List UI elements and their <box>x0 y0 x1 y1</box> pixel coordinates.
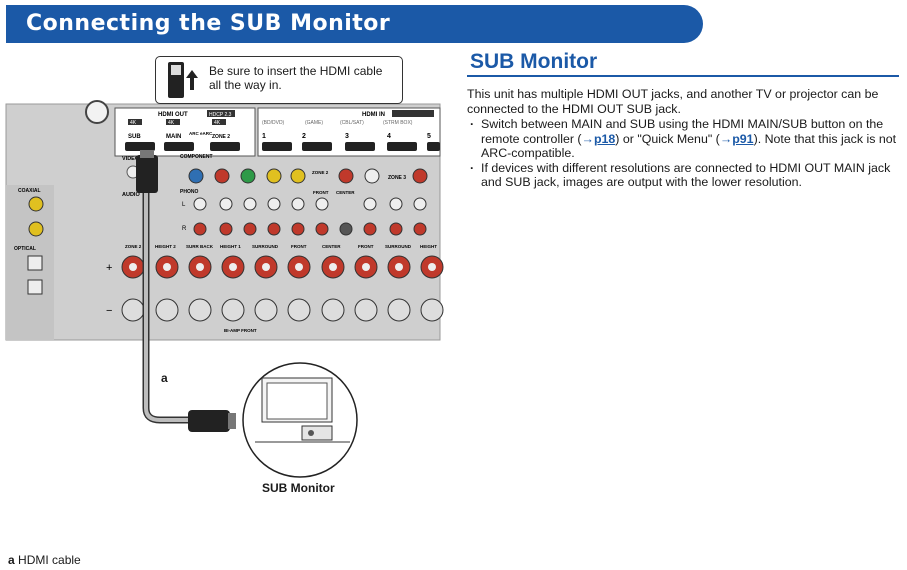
svg-text:VIDEO: VIDEO <box>122 156 140 162</box>
bullet-item: Switch between MAIN and SUB using the HD… <box>467 117 902 161</box>
svg-text:SUB: SUB <box>128 134 141 140</box>
page-link-p91[interactable]: →p91 <box>719 131 754 146</box>
svg-text:R: R <box>182 226 187 232</box>
svg-text:ZONE 2: ZONE 2 <box>212 134 230 140</box>
svg-text:COAXIAL: COAXIAL <box>18 188 41 194</box>
svg-text:AUDIO: AUDIO <box>122 192 140 198</box>
hdmi-plug-up-icon <box>168 62 198 98</box>
svg-text:4K: 4K <box>168 120 175 126</box>
svg-text:4: 4 <box>387 133 391 140</box>
intro-paragraph: This unit has multiple HDMI OUT jacks, a… <box>467 87 879 116</box>
svg-text:FRONT: FRONT <box>313 190 329 195</box>
section-divider <box>467 75 899 77</box>
svg-text:+: + <box>106 262 112 274</box>
page-title: Connecting the SUB Monitor <box>26 11 391 36</box>
monitor-caption: SUB Monitor <box>262 481 335 495</box>
svg-text:OPTICAL: OPTICAL <box>14 246 36 252</box>
svg-text:2: 2 <box>302 133 306 140</box>
rear-panel-illustration: HDMI OUT HDCP 2.3 4K 4K 4K SUB MAIN ARC … <box>5 100 444 478</box>
svg-text:ZONE 2: ZONE 2 <box>125 244 142 249</box>
svg-text:ZONE 3: ZONE 3 <box>388 175 406 181</box>
svg-text:HEIGHT 2: HEIGHT 2 <box>155 244 176 249</box>
legend-text: HDMI cable <box>18 553 81 567</box>
svg-text:CENTER: CENTER <box>322 244 341 249</box>
svg-text:PHONO: PHONO <box>180 189 198 195</box>
legend: a HDMI cable <box>8 553 81 567</box>
hdmi-insert-note-text: Be sure to insert the HDMI cable all the… <box>209 64 383 92</box>
svg-text:(STRM BOX): (STRM BOX) <box>383 120 413 126</box>
hdmi-insert-note: Be sure to insert the HDMI cable all the… <box>155 56 403 104</box>
svg-text:L: L <box>182 202 186 208</box>
svg-text:MAIN: MAIN <box>166 134 181 140</box>
cable-marker: a <box>161 371 168 385</box>
header-banner: Connecting the SUB Monitor <box>6 5 703 43</box>
svg-text:−: − <box>106 305 112 317</box>
svg-text:SURROUND: SURROUND <box>385 244 412 249</box>
svg-text:FRONT: FRONT <box>358 244 374 249</box>
svg-text:BI-AMP FRONT: BI-AMP FRONT <box>224 328 257 333</box>
svg-text:3: 3 <box>345 133 349 140</box>
svg-text:HEIGHT: HEIGHT <box>420 244 437 249</box>
svg-text:SURROUND: SURROUND <box>252 244 279 249</box>
section-body: This unit has multiple HDMI OUT jacks, a… <box>467 87 902 190</box>
svg-text:ZONE 2: ZONE 2 <box>312 170 329 175</box>
svg-text:HEIGHT 1: HEIGHT 1 <box>220 244 241 249</box>
svg-text:4K: 4K <box>130 120 137 126</box>
svg-text:(GAME): (GAME) <box>305 120 323 126</box>
svg-text:5: 5 <box>427 133 431 140</box>
svg-text:HDCP 2.3: HDCP 2.3 <box>209 112 232 118</box>
page-link-p18[interactable]: →p18 <box>581 131 616 146</box>
svg-text:4K: 4K <box>214 120 221 126</box>
bullet-item: If devices with different resolutions ar… <box>467 161 902 190</box>
svg-text:COMPONENT: COMPONENT <box>180 154 213 160</box>
svg-text:1: 1 <box>262 133 266 140</box>
section-title: SUB Monitor <box>470 50 598 73</box>
svg-text:HDMI OUT: HDMI OUT <box>158 112 188 118</box>
svg-text:FRONT: FRONT <box>291 244 307 249</box>
svg-text:SURR BACK: SURR BACK <box>186 244 214 249</box>
svg-text:(BD/DVD): (BD/DVD) <box>262 120 285 126</box>
svg-text:(CBL/SAT): (CBL/SAT) <box>340 120 364 126</box>
legend-key: a <box>8 553 15 567</box>
svg-text:HDMI IN: HDMI IN <box>362 112 385 118</box>
svg-text:CENTER: CENTER <box>336 190 355 195</box>
bullet-list: Switch between MAIN and SUB using the HD… <box>467 117 902 190</box>
svg-text:ARC eARC: ARC eARC <box>189 131 213 136</box>
